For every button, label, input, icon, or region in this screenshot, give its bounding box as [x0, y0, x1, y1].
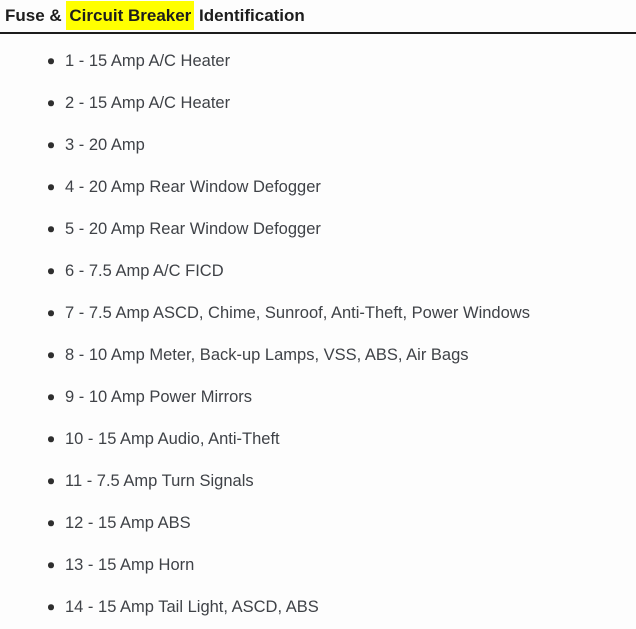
page-title-suffix: Identification — [194, 6, 305, 25]
page-title: Fuse & Circuit Breaker Identification — [5, 1, 636, 30]
page-title-prefix: Fuse & — [5, 6, 67, 25]
fuse-list-item: 13 - 15 Amp Horn — [65, 544, 636, 586]
fuse-list-item: 12 - 15 Amp ABS — [65, 502, 636, 544]
fuse-list-item: 11 - 7.5 Amp Turn Signals — [65, 460, 636, 502]
fuse-list-item: 8 - 10 Amp Meter, Back-up Lamps, VSS, AB… — [65, 334, 636, 376]
fuse-list-item: 6 - 7.5 Amp A/C FICD — [65, 250, 636, 292]
fuse-list-item: 1 - 15 Amp A/C Heater — [65, 40, 636, 82]
fuse-list-item: 14 - 15 Amp Tail Light, ASCD, ABS — [65, 586, 636, 628]
fuse-list-item: 7 - 7.5 Amp ASCD, Chime, Sunroof, Anti-T… — [65, 292, 636, 334]
page-header: Fuse & Circuit Breaker Identification — [0, 0, 636, 30]
search-highlight: Circuit Breaker — [66, 1, 195, 30]
fuse-list-item: 5 - 20 Amp Rear Window Defogger — [65, 208, 636, 250]
fuse-list-item: 9 - 10 Amp Power Mirrors — [65, 376, 636, 418]
header-divider — [0, 32, 636, 34]
fuse-list-item: 3 - 20 Amp — [65, 124, 636, 166]
fuse-list-item: 2 - 15 Amp A/C Heater — [65, 82, 636, 124]
fuse-list-item: 10 - 15 Amp Audio, Anti-Theft — [65, 418, 636, 460]
fuse-list-item: 4 - 20 Amp Rear Window Defogger — [65, 166, 636, 208]
